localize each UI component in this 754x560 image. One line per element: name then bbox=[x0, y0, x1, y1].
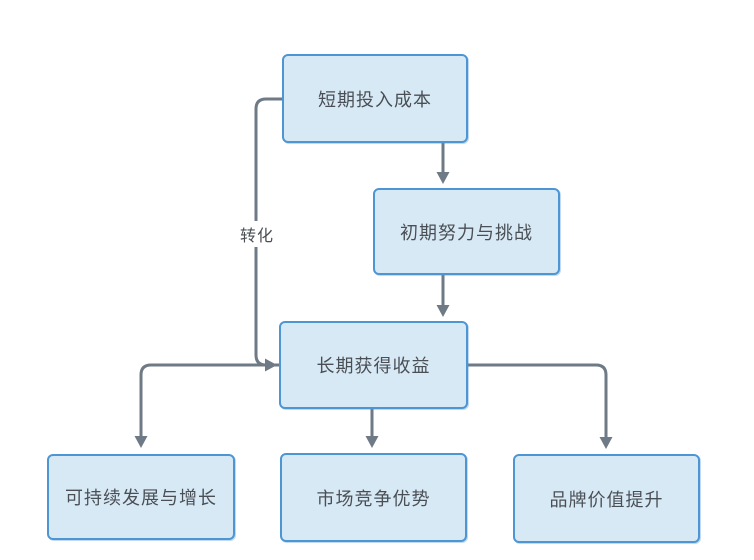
node-brand-value: 品牌价值提升 bbox=[513, 454, 700, 543]
edge-long-term-gain-to-market-advantage bbox=[365, 409, 379, 448]
edge-initial-effort-to-long-term-gain bbox=[436, 275, 450, 317]
node-brand-value-label: 品牌价值提升 bbox=[549, 489, 664, 510]
node-sustainable-growth-label: 可持续发展与增长 bbox=[65, 488, 217, 508]
node-initial-effort-label: 初期努力与挑战 bbox=[400, 222, 533, 243]
edge-short-term-to-initial-effort bbox=[436, 143, 450, 184]
node-market-advantage: 市场竞争优势 bbox=[280, 453, 467, 542]
node-short-term-cost-label: 短期投入成本 bbox=[318, 89, 432, 110]
node-long-term-gain-label: 长期获得收益 bbox=[316, 356, 431, 376]
edge-long-term-gain-to-sustainable-growth bbox=[134, 363, 279, 448]
edge-label-transform: 转化 bbox=[236, 221, 278, 247]
node-long-term-gain: 长期获得收益 bbox=[279, 321, 468, 409]
node-initial-effort: 初期努力与挑战 bbox=[373, 188, 560, 275]
edge-long-term-gain-to-brand-value bbox=[468, 363, 613, 449]
node-market-advantage-label: 市场竞争优势 bbox=[316, 488, 431, 509]
node-short-term-cost: 短期投入成本 bbox=[282, 54, 468, 143]
node-sustainable-growth: 可持续发展与增长 bbox=[47, 454, 235, 540]
